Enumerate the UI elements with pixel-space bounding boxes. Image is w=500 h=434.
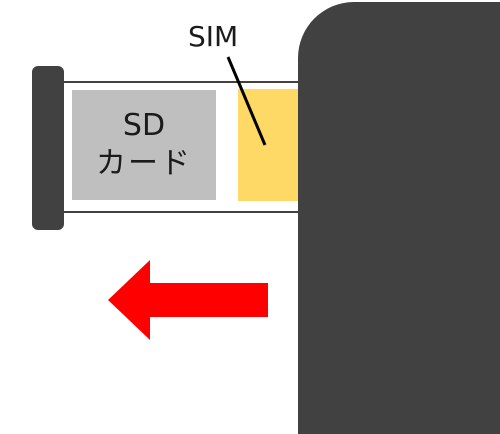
remove-direction-arrow — [108, 260, 268, 340]
tray-handle — [32, 66, 64, 230]
sd-slot-label-line1: SD — [122, 108, 166, 143]
sim-leader-line — [226, 56, 267, 146]
tray-top-edge — [62, 81, 302, 83]
sim-label: SIM — [188, 20, 239, 53]
sd-card-slot: SD カード — [72, 90, 216, 200]
device-body — [298, 2, 500, 434]
sd-slot-label-line2: カード — [96, 146, 192, 181]
tray-bottom-edge — [62, 211, 302, 213]
